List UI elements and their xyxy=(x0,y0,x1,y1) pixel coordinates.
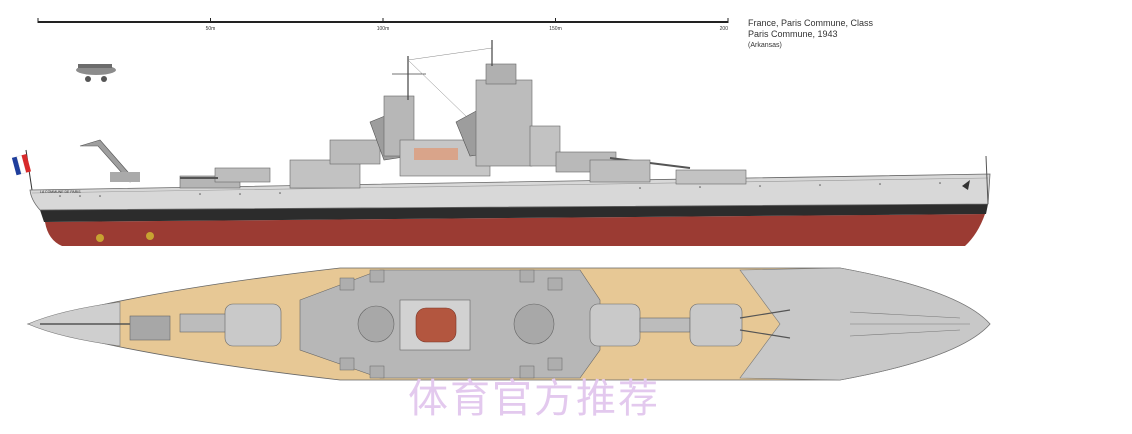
scale-tick-label: 100m xyxy=(377,26,390,32)
superstructure xyxy=(299,269,601,379)
boat-deck xyxy=(415,307,457,343)
caption-title: France, Paris Commune, Class xyxy=(748,18,874,28)
watermark: 体育官方推荐 xyxy=(408,376,660,422)
caption-note: (Arkansas) xyxy=(748,42,782,49)
caption-subtitle: Paris Commune, 1943 xyxy=(748,29,838,39)
side-profile: LA COMMUNE DE PARIS xyxy=(29,40,991,246)
hull-upper xyxy=(29,173,991,211)
forward-turret-b xyxy=(589,303,641,347)
french-flag-icon xyxy=(11,149,33,191)
forward-turret-a xyxy=(689,303,743,347)
scale-bar: 50m 100m 150m 200 xyxy=(37,18,729,32)
hangar xyxy=(129,315,171,341)
hull-name: LA COMMUNE DE PARIS xyxy=(40,190,81,194)
seaplane-icon xyxy=(76,64,116,82)
aft-turret xyxy=(224,303,282,347)
hull-lower xyxy=(45,214,985,246)
scale-ticks: 50m 100m 150m 200 xyxy=(37,18,729,32)
deck-outline xyxy=(26,267,991,381)
scale-tick-label: 150m xyxy=(549,26,562,32)
caption: France, Paris Commune, Class Paris Commu… xyxy=(748,18,873,51)
top-view xyxy=(26,267,991,381)
scale-tick-label: 50m xyxy=(206,26,216,32)
scale-tick-label: 200 xyxy=(720,26,729,32)
